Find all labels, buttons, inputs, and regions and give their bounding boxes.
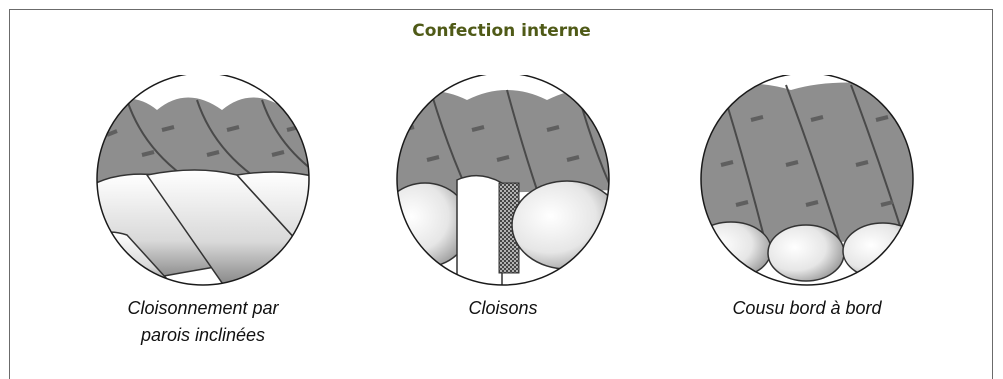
- caption-baffles: Cloisons: [347, 295, 659, 322]
- panel-inclined-walls: Cloisonnement par parois inclinées: [87, 75, 319, 355]
- panel-baffles: Cloisons: [387, 75, 619, 355]
- panel-sewn-edge-to-edge: Cousu bord à bord: [691, 75, 923, 355]
- caption-sewn-edge-to-edge: Cousu bord à bord: [651, 295, 963, 322]
- caption-line-2: parois inclinées: [47, 322, 359, 349]
- inclined-walls-illustration: [87, 75, 319, 290]
- caption-line-1: Cloisonnement par: [47, 295, 359, 322]
- caption-line-1: Cloisons: [347, 295, 659, 322]
- sewn-edge-illustration: [691, 75, 923, 290]
- caption-inclined-walls: Cloisonnement par parois inclinées: [47, 295, 359, 349]
- diagram-title: Confection interne: [0, 21, 1003, 41]
- caption-line-1: Cousu bord à bord: [651, 295, 963, 322]
- baffles-illustration: [387, 75, 619, 290]
